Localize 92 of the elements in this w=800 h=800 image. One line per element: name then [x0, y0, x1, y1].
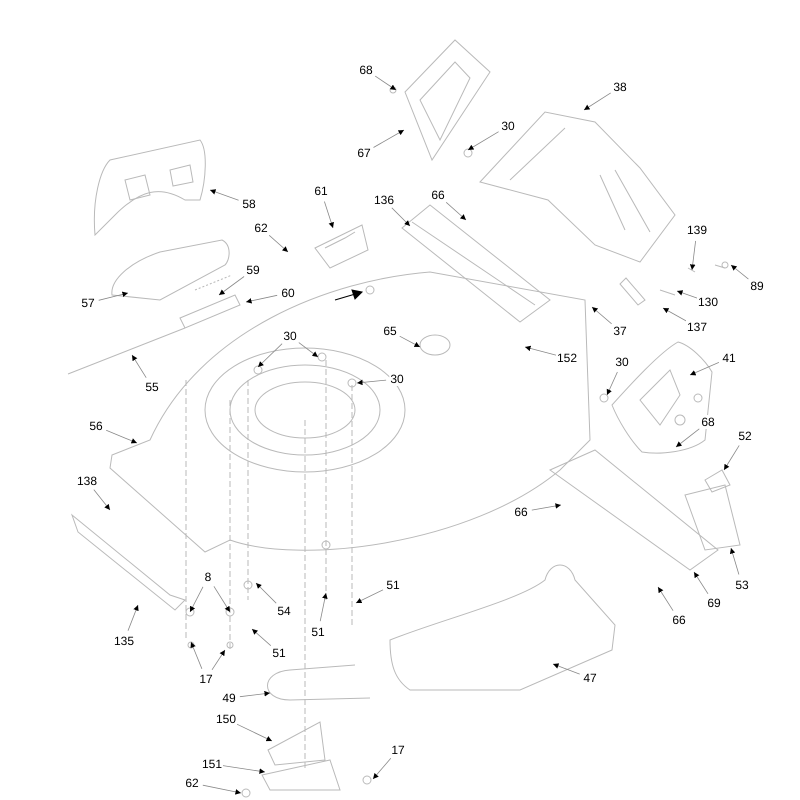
leader-line — [531, 503, 562, 510]
leader-line — [552, 663, 580, 674]
leader-line — [236, 723, 272, 742]
callout-number: 17 — [391, 743, 405, 757]
leader-line — [212, 650, 226, 670]
callout-number: 139 — [686, 223, 708, 237]
callout-number: 135 — [114, 634, 134, 648]
leader-line — [320, 592, 328, 622]
leader-line — [218, 276, 244, 296]
callout-number: 49 — [222, 691, 236, 705]
callout-number: 30 — [390, 372, 404, 386]
callout-number: 51 — [386, 578, 400, 592]
leader-line — [298, 342, 318, 358]
callout-number: 130 — [698, 295, 718, 309]
callout-number: 62 — [254, 221, 268, 235]
leader-line — [190, 642, 202, 670]
callout-number: 38 — [613, 80, 627, 94]
leader-line — [356, 380, 386, 386]
leader-line — [524, 346, 557, 356]
leader-line — [730, 548, 740, 575]
leader-line — [128, 604, 139, 632]
callout-number: 67 — [357, 146, 371, 160]
leader-line — [592, 306, 612, 324]
callout-number: 151 — [202, 757, 222, 771]
leader-line — [399, 336, 420, 348]
callout-number: 30 — [501, 119, 515, 133]
leader-line — [132, 354, 147, 378]
callout-number: 137 — [686, 320, 708, 334]
callout-number: 66 — [672, 613, 686, 627]
callout-number: 60 — [281, 286, 295, 300]
leader-line — [222, 765, 266, 774]
callout-number: 52 — [738, 429, 752, 443]
callout-number: 58 — [242, 197, 256, 211]
leader-line — [202, 784, 242, 795]
leader-line — [372, 758, 392, 780]
leader-line — [98, 292, 128, 301]
callout-number: 68 — [701, 415, 715, 429]
leader-line — [662, 308, 688, 322]
leader-line — [373, 130, 404, 148]
callout-number: 57 — [81, 296, 95, 310]
leader-line — [391, 207, 410, 226]
leader-line — [324, 201, 334, 228]
callout-number: 30 — [283, 329, 297, 343]
callout-number: 66 — [431, 188, 445, 202]
leader-line — [468, 131, 499, 150]
callout-number: 17 — [199, 672, 213, 686]
callout-number: 51 — [272, 646, 286, 660]
callout-number: 56 — [89, 419, 103, 433]
leader-line — [658, 586, 674, 612]
callout-number: 59 — [246, 263, 260, 277]
leader-line — [190, 586, 204, 612]
callout-number: 30 — [615, 355, 629, 369]
leader-line — [246, 294, 278, 304]
leader-line — [694, 572, 708, 594]
callout-number: 62 — [185, 776, 199, 790]
callout-number: 47 — [583, 671, 597, 685]
leader-line — [690, 240, 696, 270]
leader-line — [606, 372, 618, 396]
leader-line — [584, 92, 612, 110]
leader-line — [676, 290, 698, 299]
callout-number: 53 — [735, 578, 749, 592]
callout-number: 150 — [216, 712, 236, 726]
leader-line — [258, 343, 282, 368]
callout-number: 41 — [722, 351, 736, 365]
callout-number: 8 — [204, 570, 212, 584]
callout-number: 89 — [750, 279, 764, 293]
callout-number: 66 — [514, 505, 528, 519]
callout-number: 69 — [707, 596, 721, 610]
callout-number: 54 — [277, 604, 291, 618]
leader-line — [252, 628, 272, 646]
callout-number: 51 — [311, 625, 325, 639]
leader-line — [446, 202, 466, 220]
leader-line — [240, 690, 270, 698]
leader-line — [93, 489, 110, 510]
leader-line — [724, 445, 740, 470]
leader-line — [256, 582, 277, 604]
leader-line — [268, 234, 288, 252]
leader-line — [210, 189, 239, 201]
callout-number: 136 — [374, 193, 394, 207]
callout-number: 138 — [76, 474, 98, 488]
leader-line — [106, 430, 138, 444]
callout-number: 55 — [145, 380, 159, 394]
leader-line — [374, 76, 396, 90]
callout-number: 68 — [359, 63, 373, 77]
callout-number: 65 — [383, 324, 397, 338]
leader-line — [730, 264, 749, 280]
callout-number: 37 — [613, 324, 627, 338]
leader-line — [676, 428, 700, 448]
callout-number: 152 — [556, 351, 578, 365]
leader-line — [356, 589, 384, 604]
leader-line — [214, 586, 230, 612]
callout-number: 61 — [314, 184, 328, 198]
